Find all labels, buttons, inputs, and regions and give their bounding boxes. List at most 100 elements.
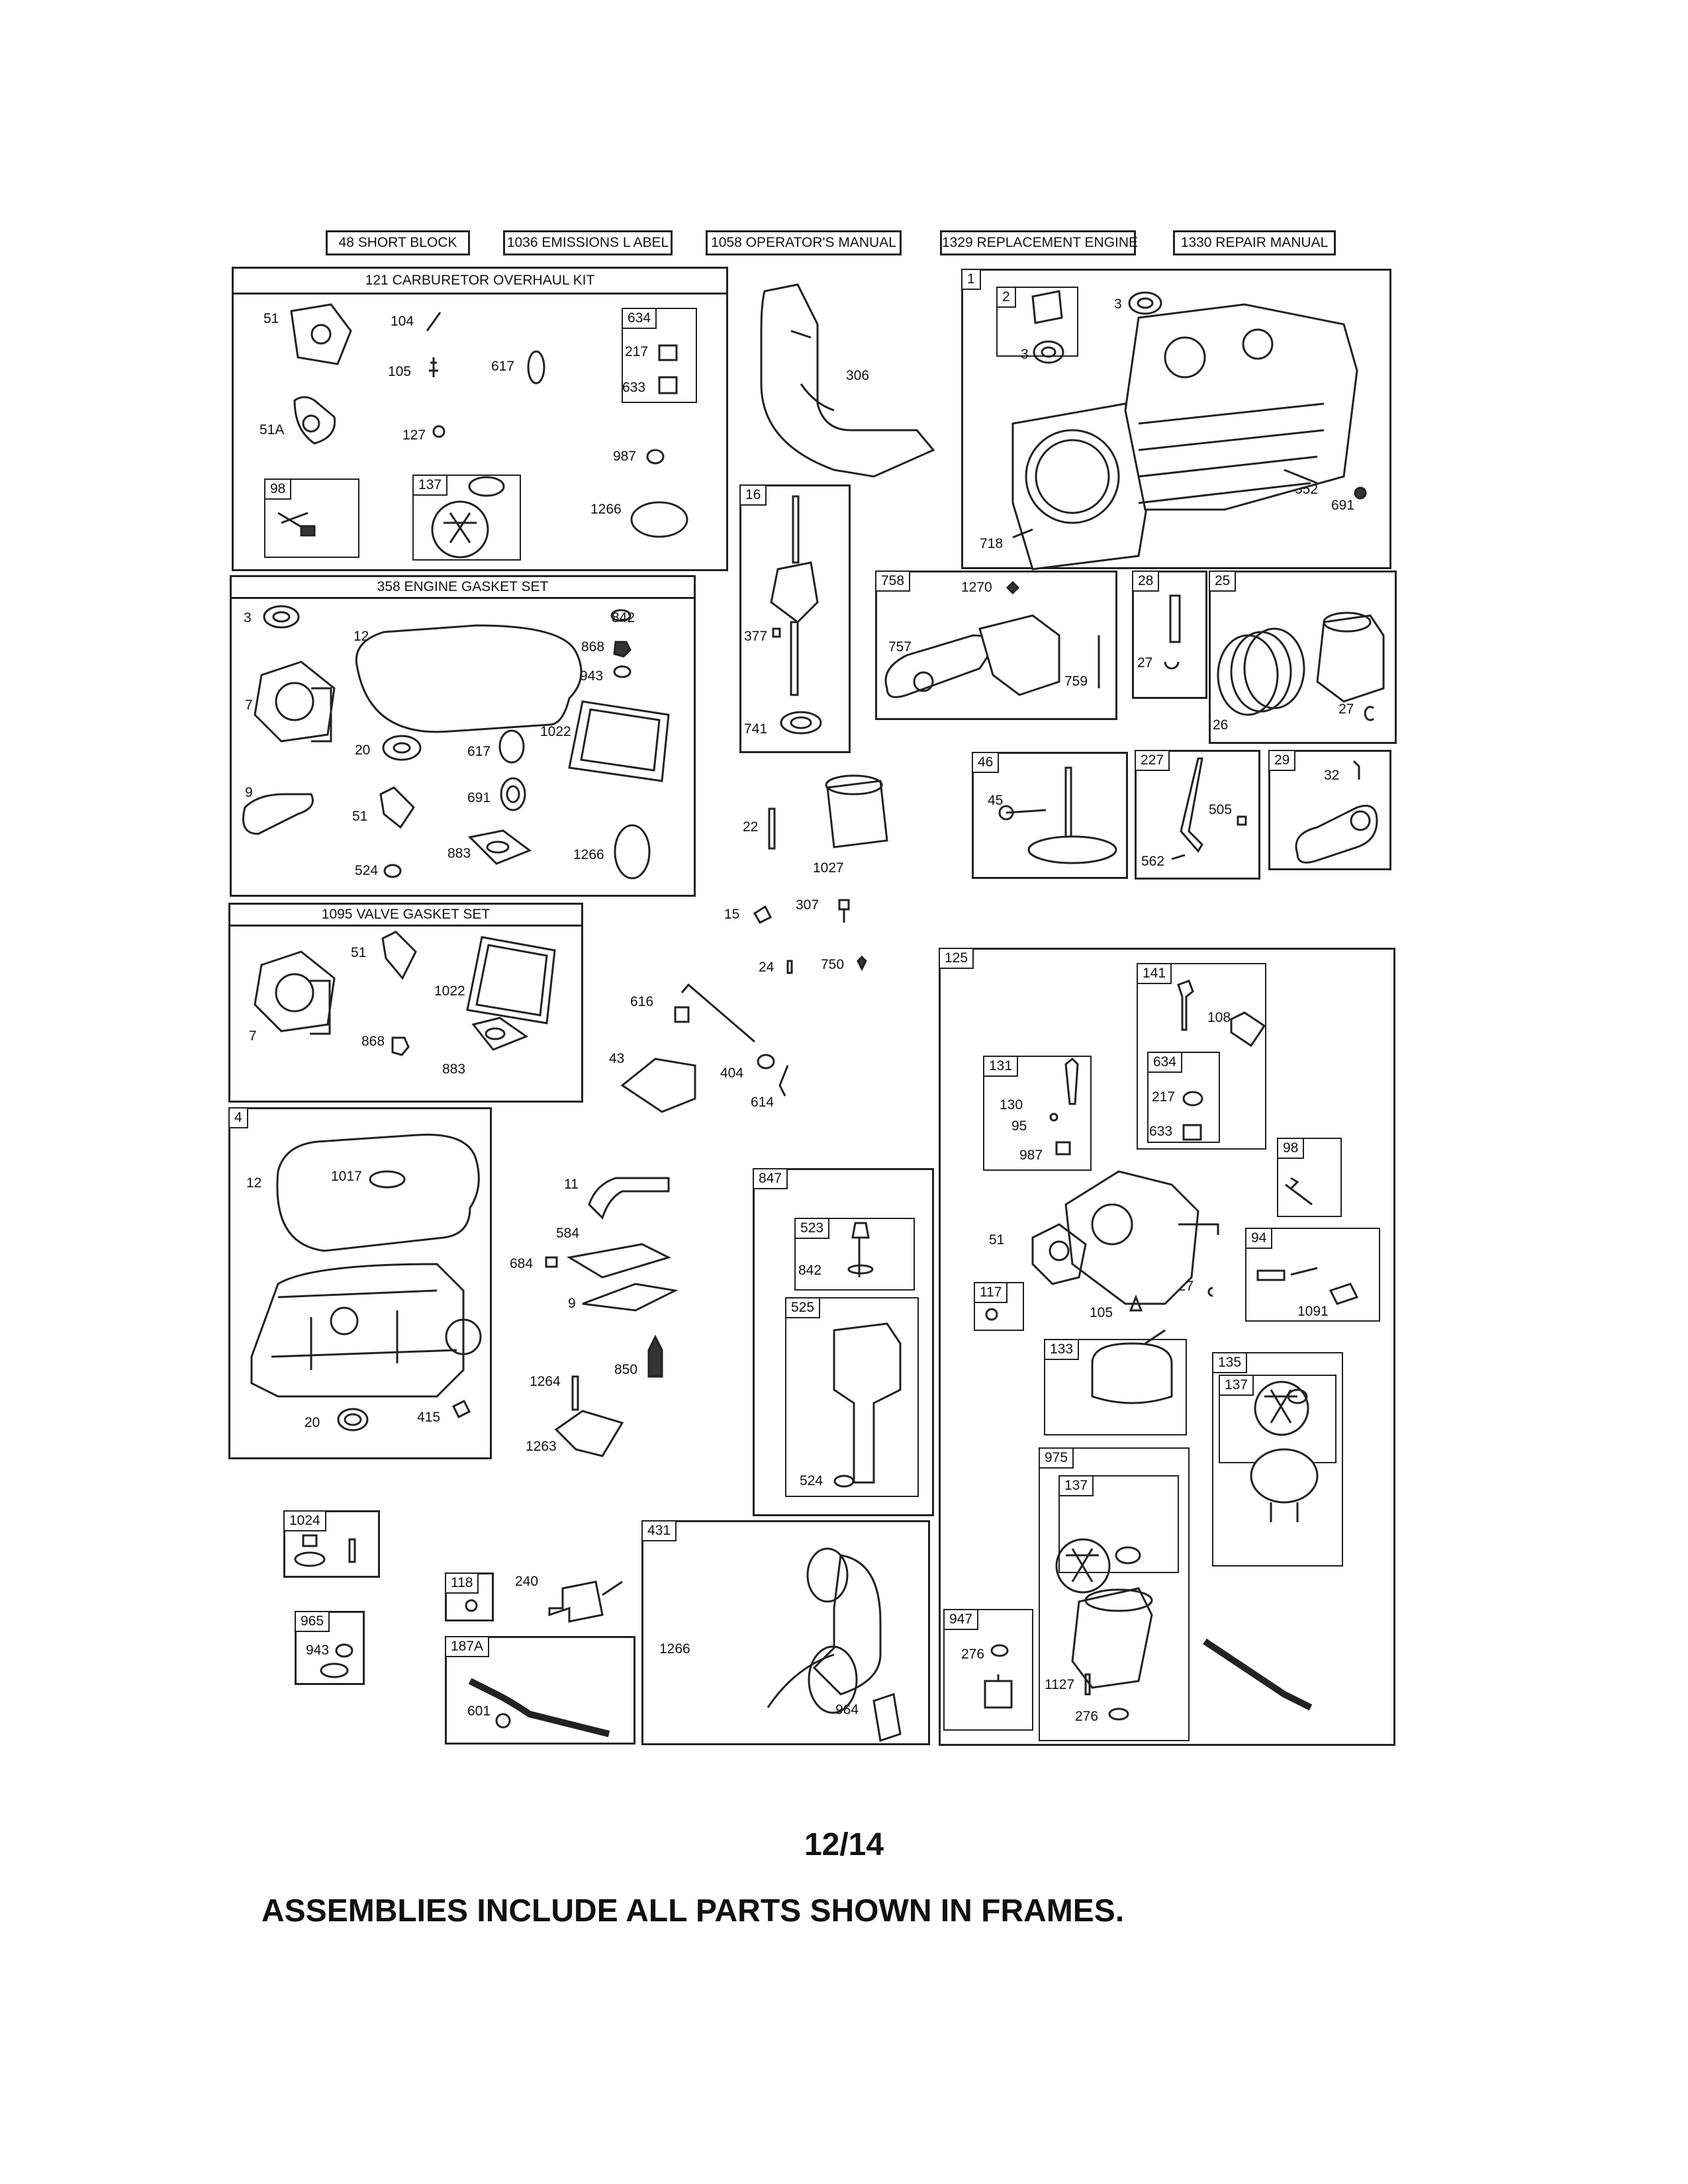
subassembly-frame [264, 478, 359, 558]
part-label: 27 [1137, 655, 1153, 670]
part-label: 26 [1213, 717, 1229, 733]
part-label: 524 [355, 863, 379, 878]
subassembly-frame [943, 1609, 1033, 1731]
part-label: 505 [1209, 802, 1233, 817]
engine-gasket-set-frame: 358 ENGINE GASKET SET [230, 575, 696, 897]
subassembly-frame [622, 308, 697, 403]
fuel-filter-frame: 118 [445, 1572, 494, 1621]
part-tag[interactable]: 133 [1044, 1339, 1080, 1360]
part-tag[interactable]: 847 [753, 1168, 788, 1189]
part-label: 562 [1141, 854, 1165, 869]
subassembly-frame [1039, 1447, 1190, 1741]
subassembly-frame [1137, 963, 1266, 1150]
part-tag[interactable]: 118 [445, 1572, 479, 1594]
part-tag[interactable]: 758 [875, 570, 911, 592]
part-label: 51 [352, 809, 368, 824]
part-label: 1022 [540, 724, 571, 739]
part-label: 633 [622, 380, 646, 395]
part-label: 12 [246, 1175, 262, 1191]
connecting-rod-frame: 29 [1268, 750, 1391, 870]
part-tag[interactable]: 137 [412, 475, 448, 496]
part-tag[interactable]: 125 [939, 948, 974, 969]
part-label: 20 [355, 743, 371, 758]
part-label: 757 [888, 639, 912, 655]
part-label: 1263 [526, 1439, 557, 1454]
oil-drain-frame: 1024 [283, 1510, 380, 1578]
part-label: 987 [1019, 1148, 1043, 1163]
part-label: 584 [556, 1226, 580, 1241]
kit-title: 121 CARBURETOR OVERHAUL KIT [234, 269, 726, 295]
part-label: 943 [580, 668, 604, 684]
replacement-engine-button[interactable]: 1329 REPLACEMENT ENGINE [940, 230, 1138, 255]
part-label: 943 [306, 1643, 330, 1658]
part-label: 306 [846, 368, 870, 383]
subassembly-frame [1147, 1052, 1220, 1143]
part-tag[interactable]: 227 [1135, 750, 1170, 771]
part-label: 7 [249, 1028, 257, 1044]
part-tag[interactable]: 46 [972, 752, 1000, 773]
carburetor-assembly-frame: 125 141 634 131 98 94 117 133 135 137 97… [939, 948, 1395, 1746]
kit-title: 1095 VALVE GASKET SET [230, 905, 581, 927]
part-tag[interactable]: 137 [1058, 1475, 1094, 1496]
part-tag[interactable]: 131 [983, 1056, 1019, 1077]
part-tag[interactable]: 28 [1132, 570, 1160, 592]
subassembly-frame [1277, 1138, 1342, 1217]
engine-block-frame: 1 2 [961, 269, 1391, 569]
crankcase-cover-frame: 4 [228, 1107, 492, 1459]
part-label: 614 [751, 1095, 774, 1110]
valve-gasket-set-frame: 1095 VALVE GASKET SET [228, 903, 583, 1103]
part-label: 240 [515, 1574, 539, 1589]
part-label: 307 [796, 897, 820, 913]
part-label: 95 [1011, 1118, 1027, 1134]
part-tag[interactable]: 947 [943, 1609, 979, 1630]
footer-note: ASSEMBLIES INCLUDE ALL PARTS SHOWN IN FR… [261, 1893, 1125, 1929]
camshaft-frame: 46 [972, 752, 1128, 879]
part-tag[interactable]: 25 [1209, 570, 1237, 592]
subassembly-frame [785, 1297, 919, 1497]
short-block-button[interactable]: 48 SHORT BLOCK [326, 230, 470, 255]
part-label: 3 [244, 610, 252, 625]
part-label: 1266 [573, 847, 604, 862]
part-label: 1270 [961, 580, 992, 595]
subassembly-frame [974, 1282, 1024, 1331]
part-label: 1091 [1297, 1304, 1329, 1319]
part-tag[interactable]: 1024 [283, 1510, 326, 1531]
part-tag[interactable]: 16 [739, 484, 767, 506]
part-tag[interactable]: 29 [1268, 750, 1296, 771]
subassembly-frame [983, 1056, 1092, 1171]
part-tag[interactable]: 1 [961, 269, 981, 290]
part-tag[interactable]: 137 [1219, 1375, 1254, 1396]
part-label: 617 [491, 359, 515, 374]
part-label: 11 [564, 1177, 579, 1192]
part-label: 1022 [434, 983, 465, 999]
part-label: 601 [467, 1704, 491, 1719]
part-label: 964 [835, 1702, 859, 1717]
repair-manual-button[interactable]: 1330 REPAIR MANUAL [1173, 230, 1336, 255]
part-tag[interactable]: 965 [295, 1611, 330, 1632]
emissions-label-button[interactable]: 1036 EMISSIONS L ABEL [503, 230, 673, 255]
part-label: 20 [305, 1415, 320, 1430]
part-label: 850 [614, 1362, 638, 1377]
part-label: 377 [744, 629, 768, 644]
part-label: 987 [613, 449, 637, 464]
part-tag[interactable]: 187A [445, 1636, 490, 1657]
part-label: 616 [630, 994, 654, 1009]
part-tag[interactable]: 4 [228, 1107, 248, 1128]
part-label: 718 [980, 536, 1004, 551]
part-label: 3 [1114, 296, 1122, 312]
operators-manual-button[interactable]: 1058 OPERATOR'S MANUAL [706, 230, 902, 255]
part-label: 1266 [659, 1641, 690, 1657]
part-label: 51 [351, 945, 367, 960]
part-label: 9 [568, 1296, 576, 1311]
part-tag[interactable]: 431 [641, 1520, 677, 1541]
part-label: 404 [720, 1066, 744, 1081]
